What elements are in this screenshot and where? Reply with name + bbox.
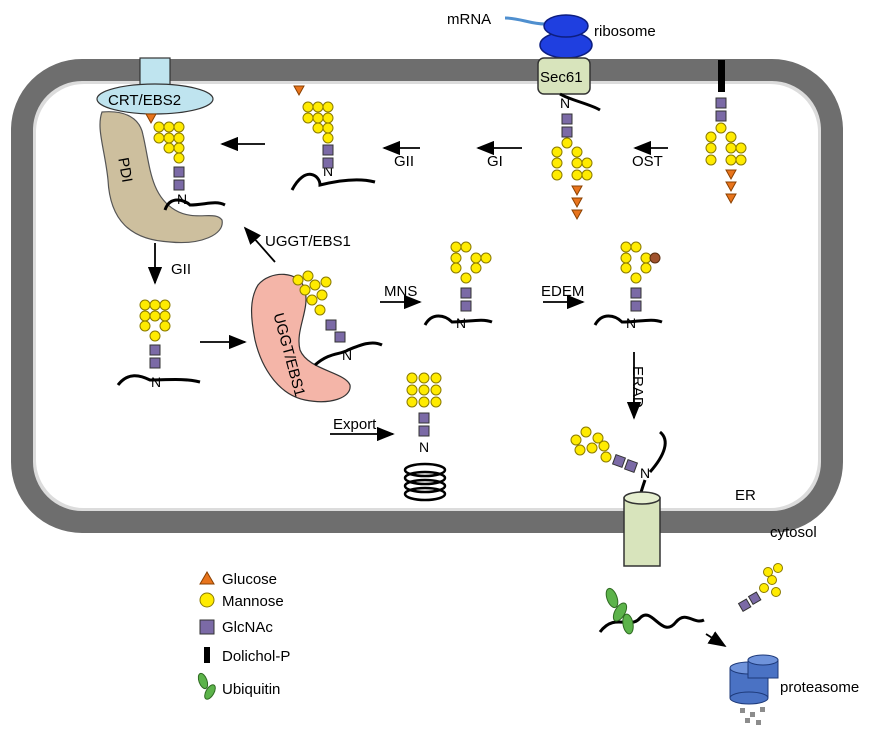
legend-glucose-label: Glucose [222, 571, 277, 588]
svg-text:N: N [323, 163, 333, 179]
er-lumen [36, 84, 818, 508]
sec61-label: Sec61 [540, 69, 583, 86]
gii-left-label: GII [171, 261, 191, 278]
gi-label: GI [487, 153, 503, 170]
pdi-protein [99, 111, 223, 244]
ubiquitinated-chain [598, 587, 705, 635]
glycoprotein-uggt-bound: N [292, 270, 383, 367]
ribosome-small-subunit [543, 14, 589, 38]
glycoprotein-edem-trimmed: N [593, 241, 663, 331]
glucose-legend-icon [199, 571, 215, 585]
er-label: ER [735, 487, 756, 504]
legend-dolichol-label: Dolichol-P [222, 648, 290, 665]
dolichol-precursor [705, 60, 747, 205]
mrna-strand [504, 16, 546, 26]
erad-label: ERAD [629, 366, 646, 408]
svg-text:N: N [560, 95, 570, 111]
svg-text:N: N [640, 465, 650, 481]
ubiquitin-legend-icon [197, 672, 216, 700]
glycoprotein-one-glucose: N [290, 85, 376, 191]
ost-label: OST [632, 153, 663, 170]
pdi-label: PDI [114, 156, 135, 184]
uggt-ebs1-arrow-label: UGGT/EBS1 [265, 233, 351, 250]
arrow-to-proteasome [705, 631, 727, 647]
nascent-glycoprotein: N [551, 92, 601, 221]
legend-ubiquitin-label: Ubiquitin [222, 681, 280, 698]
legend-mannose-label: Mannose [222, 593, 284, 610]
released-glycan [737, 563, 783, 613]
mrna-label: mRNA [447, 11, 491, 28]
legend-glcnac-label: GlcNAc [222, 619, 273, 636]
export-label: Export [333, 416, 377, 433]
pathway-arrows [147, 136, 727, 647]
svg-text:N: N [177, 191, 187, 207]
cytosol-label: cytosol [770, 524, 817, 541]
crt-ebs2-label: CRT/EBS2 [108, 92, 181, 109]
arrow-uggt-reglucosylation [243, 226, 276, 263]
glycoprotein-erad: N [570, 426, 667, 521]
proteasome-label: proteasome [780, 679, 859, 696]
glcnac-legend-icon [199, 619, 215, 635]
retrotranslocon-channel [623, 491, 661, 567]
mns-label: MNS [384, 283, 417, 300]
proteasome-complex [729, 654, 779, 725]
ribosome-label: ribosome [594, 23, 656, 40]
glycoprotein-crt-bound: N [145, 113, 226, 211]
glycoprotein-mns-trimmed: N [423, 241, 493, 331]
svg-text:N: N [456, 315, 466, 331]
svg-text:N: N [419, 439, 429, 455]
dolichol-legend-icon [204, 647, 210, 663]
sec61-channel [537, 57, 591, 95]
svg-text:N: N [342, 347, 352, 363]
mannose-legend-icon [199, 592, 215, 608]
svg-text:N: N [626, 315, 636, 331]
glycoprotein-deglucosylated: N [116, 299, 201, 390]
glycoprotein-folded-exported: N [403, 372, 447, 502]
edem-label: EDEM [541, 283, 584, 300]
legend: Glucose Mannose GlcNAc Dolichol-P Ubiqui… [197, 571, 290, 700]
svg-text:N: N [151, 374, 161, 390]
gii-top-label: GII [394, 153, 414, 170]
